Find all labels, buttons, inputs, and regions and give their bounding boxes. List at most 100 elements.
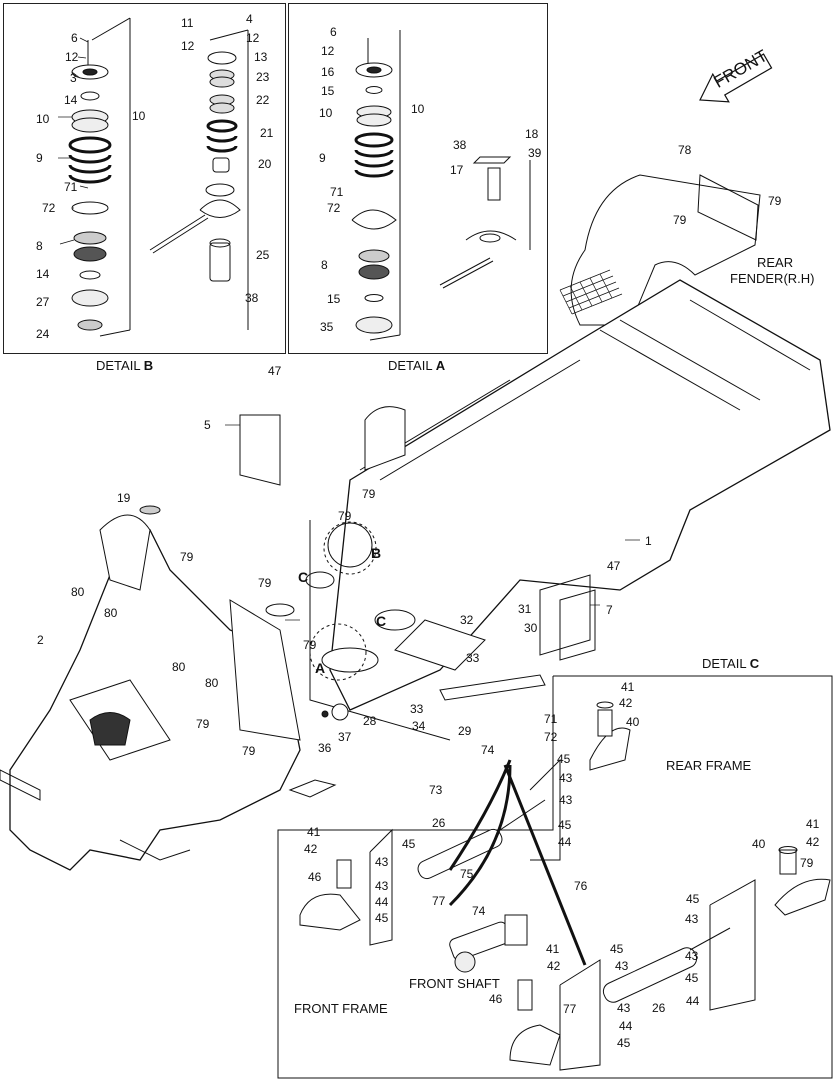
part-number: 79 <box>673 213 687 227</box>
callout-c-2: C <box>376 613 387 629</box>
detail-c-title: DETAIL C <box>702 657 759 670</box>
part-number: 36 <box>318 741 332 755</box>
detail-c-front-pad-lower <box>509 979 561 1066</box>
part-number: 26 <box>652 1001 666 1015</box>
part-number: 10 <box>411 102 425 116</box>
part-number: 43 <box>615 959 629 973</box>
part-number: 38 <box>453 138 467 152</box>
part-number: 39 <box>528 146 542 160</box>
part-number: 80 <box>172 660 186 674</box>
part-number: 44 <box>558 835 572 849</box>
part-number: 6 <box>71 31 78 45</box>
rear-fender <box>559 174 761 326</box>
part-number: 79 <box>303 638 317 652</box>
detail-a-title: DETAIL A <box>388 359 445 372</box>
part-number: 43 <box>375 879 389 893</box>
part-number: 42 <box>806 835 820 849</box>
part-number: 27 <box>36 295 50 309</box>
part-number: 45 <box>402 837 416 851</box>
detail-a-stack <box>351 30 531 341</box>
part-number: 12 <box>181 39 195 53</box>
part-number: 17 <box>450 163 464 177</box>
detail-b-stack-right <box>149 29 249 330</box>
part-number: 20 <box>258 157 272 171</box>
detail-c-rear-pad-right <box>774 846 831 916</box>
part-number: 75 <box>460 867 474 881</box>
part-number: 73 <box>429 783 443 797</box>
part-number: 8 <box>321 258 328 272</box>
part-number: 41 <box>621 680 635 694</box>
part-number: 79 <box>196 717 210 731</box>
callout-c-1: C <box>298 569 309 585</box>
detail-a-frame <box>288 3 548 354</box>
part-number: 15 <box>321 84 335 98</box>
rear-frame <box>239 279 831 741</box>
part-number: 10 <box>36 112 50 126</box>
detail-b-stack-left <box>68 17 131 337</box>
hose-75 <box>448 764 512 907</box>
part-number: 44 <box>686 994 700 1008</box>
part-number: 18 <box>525 127 539 141</box>
part-number: 19 <box>117 491 131 505</box>
part-number: 22 <box>256 93 270 107</box>
part-number: 43 <box>685 912 699 926</box>
detail-b-title: DETAIL B <box>96 359 153 372</box>
part-number: 42 <box>547 959 561 973</box>
part-number: 45 <box>610 942 624 956</box>
part-number: 40 <box>752 837 766 851</box>
part-number: 45 <box>685 971 699 985</box>
part-number: 74 <box>472 904 486 918</box>
part-number: 42 <box>619 696 633 710</box>
detail-c-frame <box>277 675 833 1079</box>
front-shaft-label: FRONT SHAFT <box>409 976 500 991</box>
part-number: 47 <box>607 559 621 573</box>
part-number: 79 <box>768 194 782 208</box>
part-number: 37 <box>338 730 352 744</box>
detail-c-title-prefix: DETAIL <box>702 656 750 671</box>
part-number: 8 <box>36 239 43 253</box>
part-number: 10 <box>319 106 333 120</box>
detail-b-title-letter: B <box>143 358 154 373</box>
part-number: 43 <box>375 855 389 869</box>
part-number: 31 <box>518 602 532 616</box>
part-number: 76 <box>574 879 588 893</box>
part-number: 79 <box>362 487 376 501</box>
part-number: 33 <box>466 651 480 665</box>
detail-a-title-prefix: DETAIL <box>388 358 436 373</box>
part-number: 74 <box>481 743 495 757</box>
front-arrow <box>699 53 773 103</box>
part-number: 43 <box>685 949 699 963</box>
detail-c-box-4 <box>709 879 756 1011</box>
rear-frame-label: REAR FRAME <box>666 758 752 773</box>
part-number: 45 <box>557 752 571 766</box>
part-number: 41 <box>307 825 321 839</box>
part-number: 79 <box>338 509 352 523</box>
part-number: 46 <box>489 992 503 1006</box>
part-number: 77 <box>563 1002 577 1016</box>
part-number: 80 <box>71 585 85 599</box>
part-number: 43 <box>559 793 573 807</box>
part-number: 72 <box>327 201 341 215</box>
part-number: 40 <box>626 715 640 729</box>
detail-c-rear-pad <box>589 701 631 771</box>
part-number: 12 <box>321 44 335 58</box>
part-number: 71 <box>330 185 344 199</box>
part-number: 3 <box>70 71 77 85</box>
part-number: 5 <box>204 418 211 432</box>
part-number: 9 <box>36 151 43 165</box>
detail-b-frame <box>3 3 286 354</box>
rear-fender-label-2: FENDER(R.H) <box>730 271 815 286</box>
part-number: 79 <box>242 744 256 758</box>
part-number: 77 <box>432 894 446 908</box>
part-number: 80 <box>205 676 219 690</box>
part-number: 79 <box>180 550 194 564</box>
part-number: 46 <box>308 870 322 884</box>
part-number: 45 <box>686 892 700 906</box>
part-number: 45 <box>617 1036 631 1050</box>
part-number: 25 <box>256 248 270 262</box>
part-number: 78 <box>678 143 692 157</box>
part-number: 71 <box>64 180 78 194</box>
part-number: 26 <box>432 816 446 830</box>
